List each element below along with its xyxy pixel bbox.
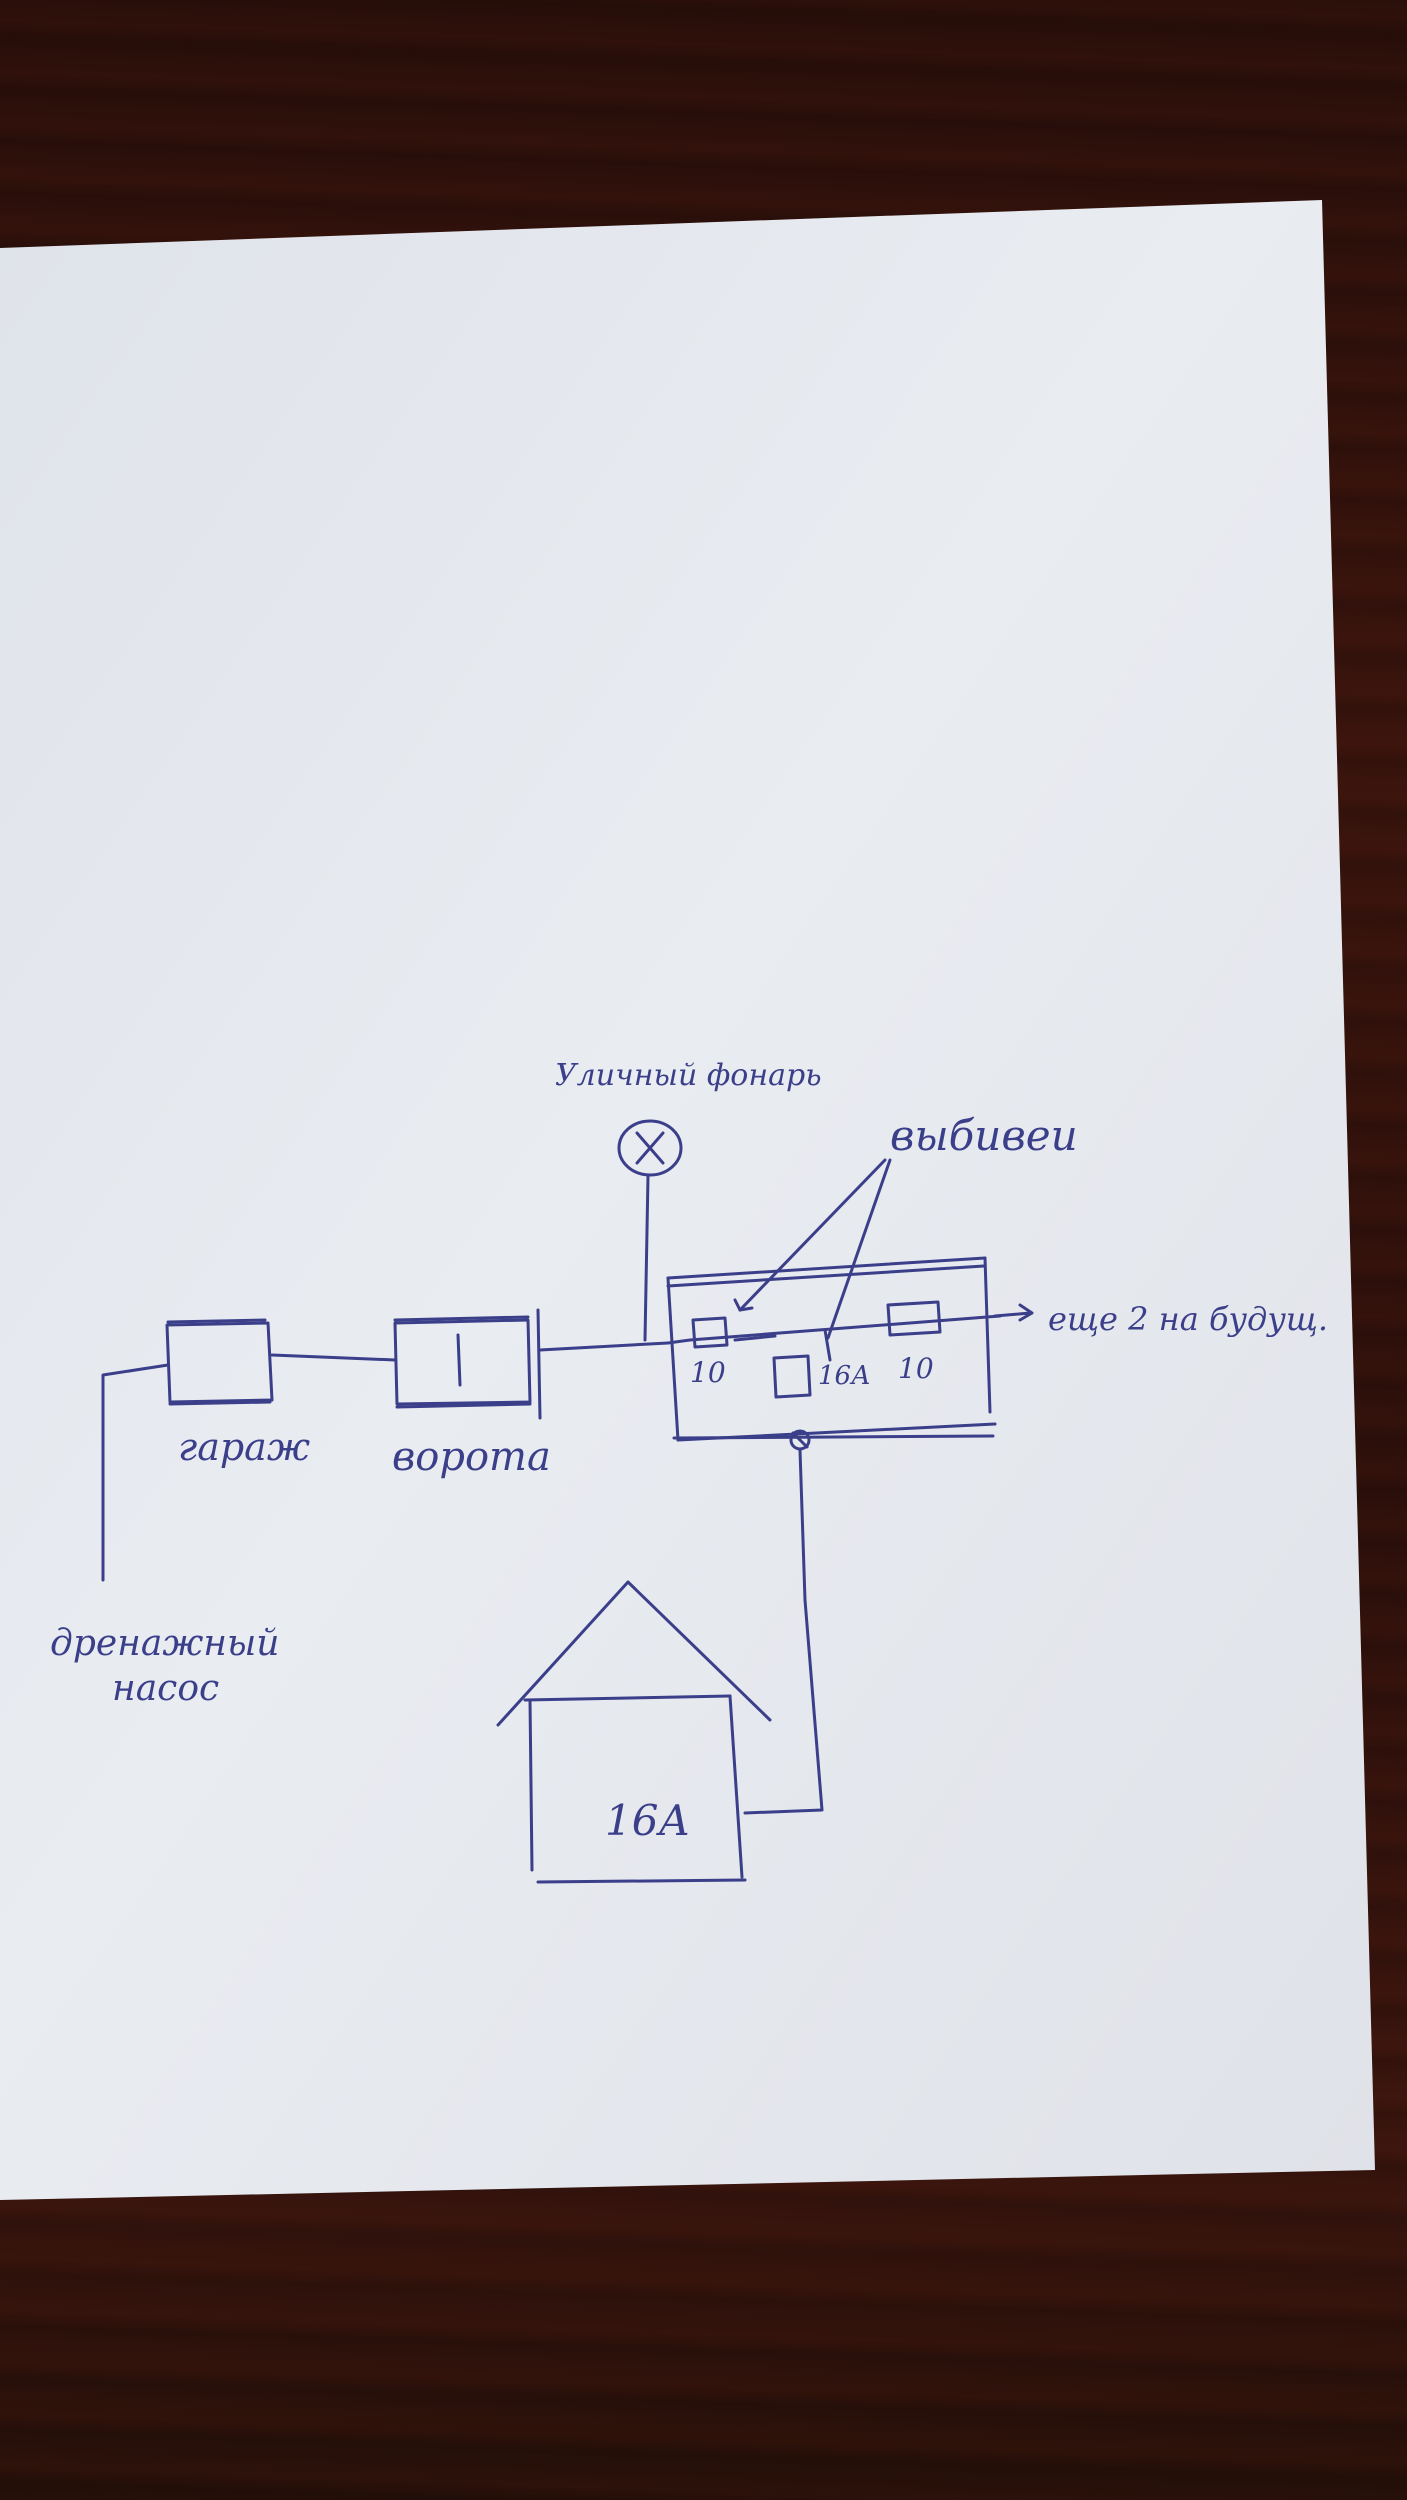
drain-pump-wire — [101, 1363, 170, 1582]
breakers-label: выбивеи — [890, 1111, 1078, 1160]
drain-pump-label-line2: насос — [112, 1668, 219, 1709]
gate-label: ворота — [392, 1434, 551, 1480]
paper-surface — [0, 200, 1375, 2200]
panel-bus — [666, 1314, 1002, 1345]
house-rating: 16А — [605, 1796, 690, 1845]
breaker-middle-rating: 16А — [818, 1361, 871, 1391]
breaker-middle-box — [772, 1354, 812, 1399]
panel-house-wire — [743, 1448, 824, 1815]
breakers-pointer-right — [826, 1158, 892, 1340]
breaker-left-box — [691, 1316, 729, 1349]
gate-panel-wire — [538, 1341, 670, 1352]
drain-pump-label-line1: дренажный — [50, 1623, 279, 1664]
breaker-left-rating: 10 — [690, 1356, 726, 1389]
garage-gate-wire — [270, 1353, 397, 1362]
street-lamp-icon — [617, 1119, 683, 1177]
garage-box — [165, 1318, 274, 1406]
gate-box — [393, 1308, 542, 1420]
house-icon — [496, 1580, 772, 1884]
breakers-pointer-left — [738, 1158, 887, 1312]
garage-label: гараж — [178, 1425, 310, 1469]
more-breakers-arrow — [993, 1303, 1034, 1322]
more-breakers-label: еще 2 на будущ. — [1048, 1300, 1328, 1338]
street-lamp-wire — [643, 1174, 650, 1342]
breaker-right-box — [886, 1300, 942, 1337]
distribution-panel — [666, 1256, 997, 1442]
breaker-right-rating: 10 — [898, 1352, 934, 1385]
street-lamp-label: Уличный фонарь — [555, 1058, 822, 1093]
